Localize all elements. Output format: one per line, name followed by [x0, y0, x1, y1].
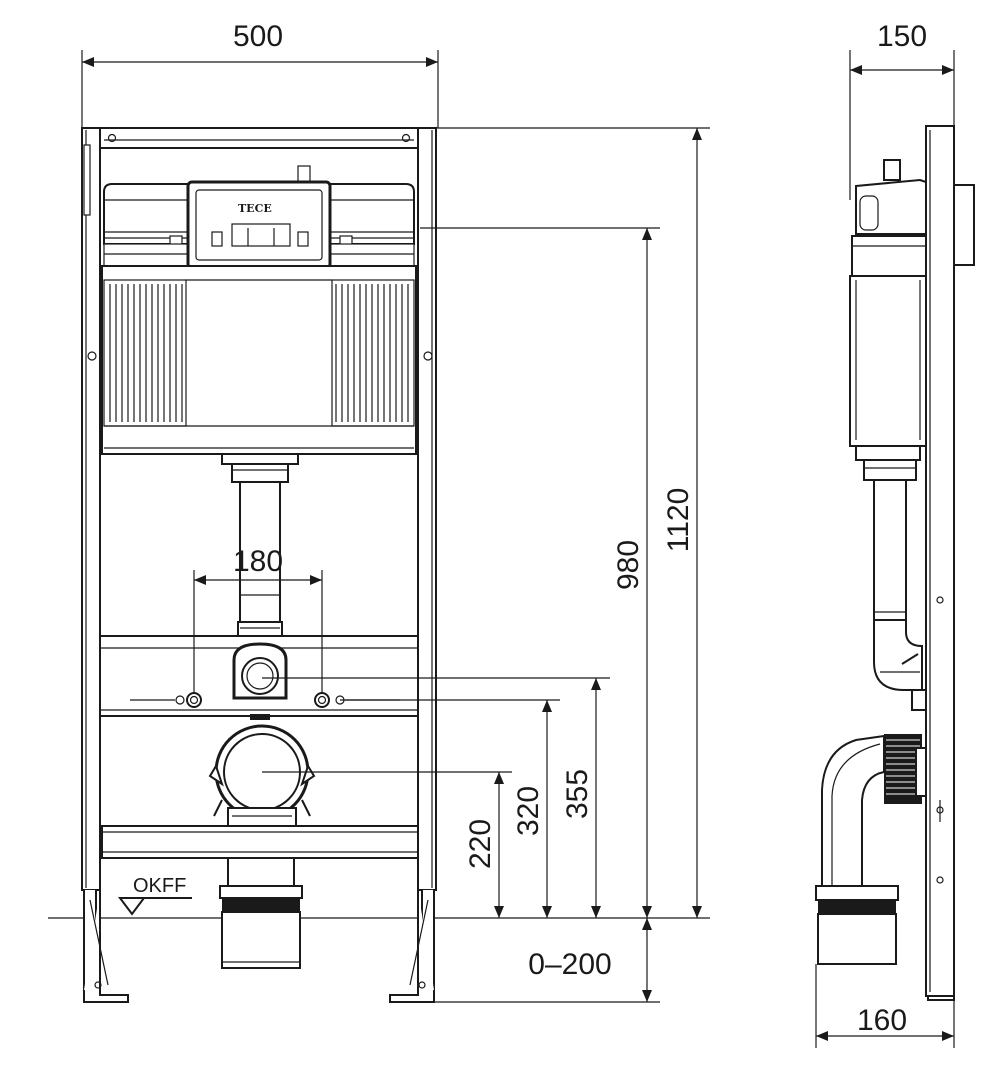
flush-actuator-plate: TECE	[186, 180, 332, 270]
side-outlet-seal-rings	[886, 739, 920, 795]
side-view	[815, 125, 975, 1001]
left-frame-post	[81, 127, 129, 1003]
dim-320-label: 320	[512, 786, 545, 836]
mounting-crossbar	[99, 635, 419, 720]
side-outlet-bend	[815, 734, 927, 965]
floor-mark-label: OKFF	[133, 875, 186, 897]
cistern-ribs-left	[109, 284, 183, 422]
side-flush-pipe	[863, 459, 927, 711]
side-cistern	[849, 159, 927, 461]
dim-160-label: 160	[857, 1004, 907, 1037]
dim-355-label: 355	[561, 769, 594, 819]
outlet-fitting	[101, 724, 419, 969]
floor-level-symbol: OKFF	[118, 875, 192, 916]
dim-220-label: 220	[464, 819, 497, 869]
dim-500-label: 500	[233, 20, 283, 53]
dim-0-200-label: 0–200	[528, 948, 611, 981]
cistern-ribs-right	[335, 284, 409, 422]
brand-label: TECE	[238, 202, 272, 215]
flush-pipe	[221, 453, 299, 637]
cistern-body	[101, 265, 417, 455]
dim-150-label: 150	[877, 20, 927, 53]
dim-980-label: 980	[612, 540, 645, 590]
top-rail	[99, 127, 419, 149]
front-view: TECE	[48, 127, 710, 1003]
dim-1120-label: 1120	[662, 488, 695, 553]
side-frame-post	[925, 125, 955, 997]
dim-180-label: 180	[233, 545, 283, 578]
dimension-lines: 500 150 1120 980 180 355 320 220 0–200 1…	[81, 20, 955, 1048]
